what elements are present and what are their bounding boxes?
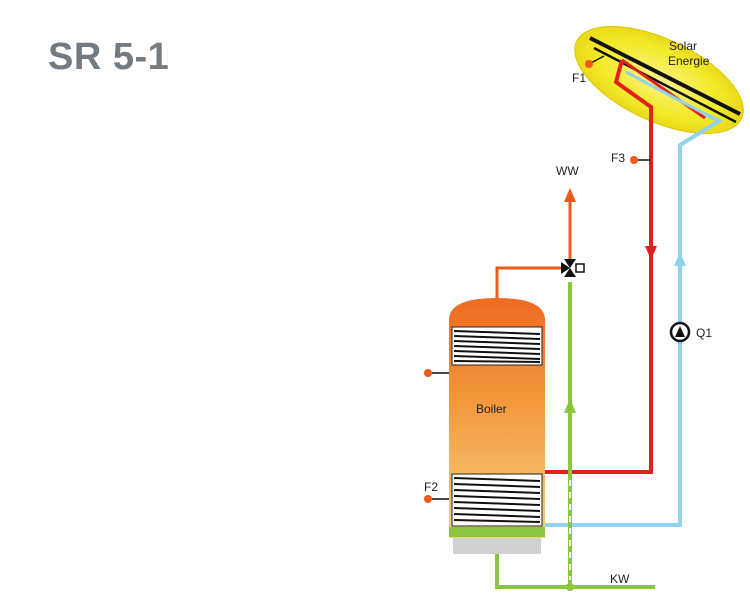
collector-circuit: Q1 F3: [540, 151, 712, 527]
collector-panel: [589, 36, 741, 116]
cold-flow-arrow: [674, 252, 686, 266]
label-f2: F2: [424, 480, 438, 494]
sensor-f1-lead: [590, 55, 605, 64]
hot-supply-line: [544, 242, 653, 474]
cold-water-junction: [566, 583, 574, 591]
cold-water-arrow: [564, 398, 576, 413]
tank-base: [453, 538, 541, 554]
label-q1: Q1: [696, 326, 712, 340]
collector-cold-pipe-inner: [625, 70, 706, 116]
sensor-f2: [424, 495, 432, 503]
collector-panel: [593, 46, 737, 124]
label-boiler: Boiler: [476, 402, 507, 416]
tank-bottom-band: [449, 527, 545, 537]
tank-sensor: [424, 369, 432, 377]
hot-flow-arrow: [645, 246, 657, 260]
label-ww: WW: [556, 164, 579, 178]
hot-water-arrow: [564, 188, 576, 202]
label-energie: Energie: [668, 54, 710, 68]
top-heat-exchanger: [451, 326, 543, 366]
label-f1: F1: [572, 71, 586, 85]
label-kw: KW: [610, 572, 630, 586]
hot-water-line: [495, 266, 562, 300]
collector-hot-pipe: [613, 59, 653, 242]
cold-return-line: [540, 258, 682, 527]
pump-q1-arrow: [675, 326, 685, 337]
page-title: SR 5-1: [48, 36, 170, 78]
bottom-heat-exchanger: [451, 473, 543, 527]
solar-collector: F1 Solar Energie: [572, 26, 744, 258]
collector-cold-pipe: [678, 112, 724, 258]
sensor-f1: [585, 60, 593, 68]
label-solar: Solar: [669, 39, 697, 53]
mixing-valve-icon: [561, 259, 585, 277]
label-f3: F3: [611, 151, 625, 165]
boiler-tank: Boiler F2: [424, 298, 545, 554]
sensor-f3: [630, 156, 638, 164]
